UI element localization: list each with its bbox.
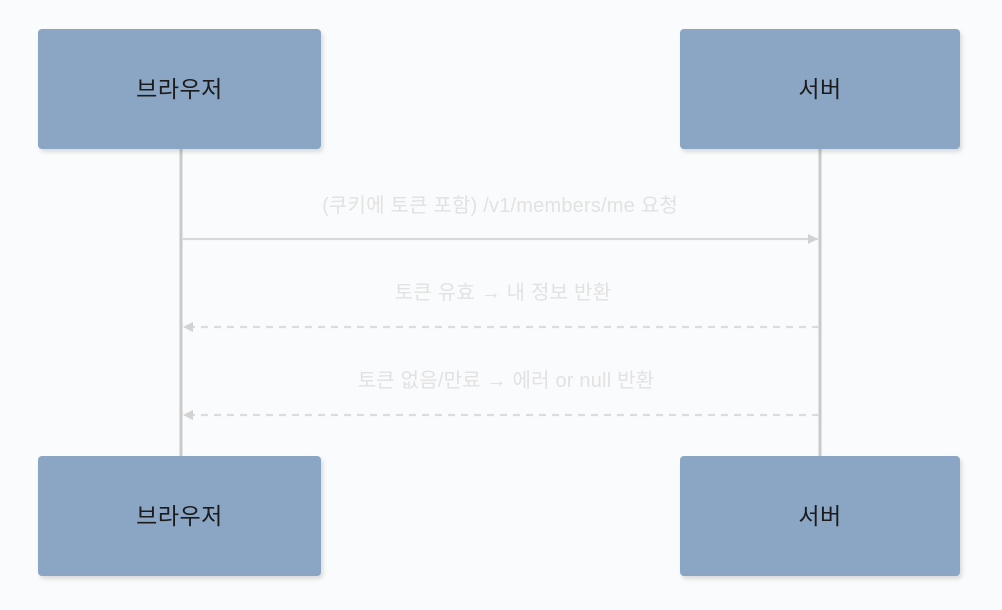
actor-label-browser-top: 브라우저 xyxy=(136,75,223,102)
actor-label-server-top: 서버 xyxy=(798,75,842,102)
message-label-1: 토큰 유효 → 내 정보 반환 xyxy=(394,282,612,304)
actor-label-browser-bottom: 브라우저 xyxy=(136,502,223,529)
actor-box-browser-bottom[interactable]: 브라우저 xyxy=(38,456,321,576)
actor-box-server-top[interactable]: 서버 xyxy=(680,29,960,149)
actor-label-server-bottom: 서버 xyxy=(798,502,842,529)
message-label-2: 토큰 없음/만료 → 에러 or null 반환 xyxy=(357,370,655,392)
actor-box-server-bottom[interactable]: 서버 xyxy=(680,456,960,576)
message-label-0: (쿠키에 토큰 포함) /v1/members/me 요청 xyxy=(322,195,678,217)
actor-box-browser-top[interactable]: 브라우저 xyxy=(38,29,321,149)
